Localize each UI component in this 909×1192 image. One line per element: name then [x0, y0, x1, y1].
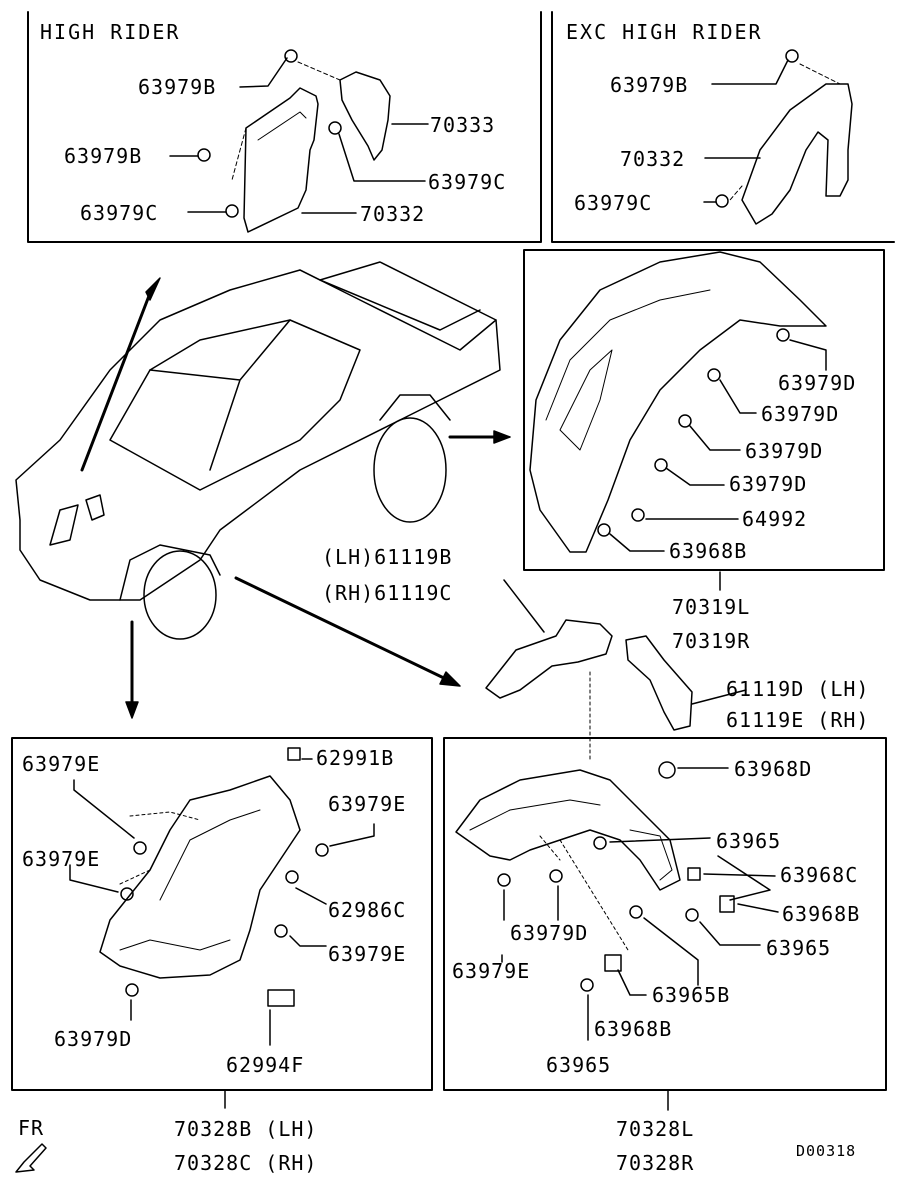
rear-liner-shape — [529, 251, 827, 553]
truck-illustration — [15, 261, 511, 719]
clip-icon — [629, 905, 643, 919]
assembly-label: 70319L — [672, 595, 750, 619]
part-label: 63979D — [778, 371, 856, 395]
clip-icon — [678, 414, 692, 428]
splash-shield-lh-shape — [485, 619, 613, 699]
clip-icon — [120, 887, 134, 901]
part-label: 63979E — [22, 752, 100, 776]
part-label: 70333 — [430, 113, 495, 137]
part-label: 63979E — [22, 847, 100, 871]
bolt-icon — [267, 989, 295, 1007]
clip-icon — [133, 841, 147, 855]
panel-title-exc-high-rider: EXC HIGH RIDER — [566, 20, 763, 44]
panel-front-left: 63979E 62991B 63979E 63979E 62986C 63979… — [11, 737, 433, 1175]
part-label: 63979C — [574, 191, 652, 215]
assembly-label: 70328L — [616, 1117, 694, 1141]
part-label: 70332 — [620, 147, 685, 171]
part-label: 63979B — [138, 75, 216, 99]
part-70332-shape — [243, 87, 319, 233]
clip-icon — [719, 895, 735, 913]
clip-icon — [225, 204, 239, 218]
part-label: 64992 — [742, 507, 807, 531]
clip-icon — [497, 873, 511, 887]
part-label: 63968C — [780, 863, 858, 887]
part-label: 63979C — [80, 201, 158, 225]
front-wheel — [143, 550, 217, 640]
front-liner-shape — [99, 775, 301, 979]
clip-icon — [125, 983, 139, 997]
clip-icon — [707, 368, 721, 382]
part-label: 63965 — [716, 829, 781, 853]
clip-icon — [593, 836, 607, 850]
part-label: 63979C — [428, 170, 506, 194]
part-label: (LH)61119B — [322, 545, 452, 569]
part-label: 63979B — [64, 144, 142, 168]
front-liner-shape — [455, 769, 681, 891]
clip-icon — [685, 908, 699, 922]
splash-shield-rh-shape — [625, 635, 693, 731]
clip-icon — [658, 761, 676, 779]
part-label: 63979B — [610, 73, 688, 97]
clip-icon — [776, 328, 790, 342]
clip-icon — [315, 843, 329, 857]
assembly-label: 70328B (LH) — [174, 1117, 317, 1141]
clip-icon — [785, 49, 799, 63]
clip-icon — [328, 121, 342, 135]
front-arrow-icon — [15, 1143, 47, 1173]
panel-front-right: 63968D 63965 63968C 63968B 63979D 63965 … — [443, 737, 887, 1175]
part-label: 63968B — [782, 902, 860, 926]
splash-shield: (LH)61119B (RH)61119C 61119D (LH) 61119E… — [322, 545, 869, 761]
part-label: 63979D — [510, 921, 588, 945]
part-70333-shape — [339, 71, 391, 161]
rear-wheel — [373, 417, 447, 523]
part-label: 63965B — [652, 983, 730, 1007]
assembly-label: 70328C (RH) — [174, 1151, 317, 1175]
panel-rear-liner: 63979D 63979D 63979D 63979D 64992 63968B… — [523, 249, 885, 653]
clip-icon — [197, 148, 211, 162]
direction-indicator: FR — [15, 1116, 47, 1173]
part-label: 63968B — [669, 539, 747, 563]
assembly-label: 70319R — [672, 629, 750, 653]
clip-icon — [287, 747, 301, 761]
part-label: 63968D — [734, 757, 812, 781]
clip-icon — [597, 523, 611, 537]
part-label: (RH)61119C — [322, 581, 452, 605]
part-label: 62991B — [316, 746, 394, 770]
panel-high-rider: HIGH RIDER 63979B 70333 63979B 63979C 63… — [27, 11, 542, 243]
clip-icon — [604, 954, 622, 972]
direction-label: FR — [18, 1116, 44, 1140]
clip-icon — [631, 508, 645, 522]
part-label: 63979D — [745, 439, 823, 463]
clip-icon — [549, 869, 563, 883]
part-label: 63979E — [328, 942, 406, 966]
part-label: 61119D (LH) — [726, 677, 869, 701]
part-label: 63979D — [729, 472, 807, 496]
panel-exc-high-rider: EXC HIGH RIDER 63979B 70332 63979C — [551, 11, 895, 243]
part-label: 63979D — [761, 402, 839, 426]
clip-icon — [580, 978, 594, 992]
clip-icon — [274, 924, 288, 938]
clip-icon — [715, 194, 729, 208]
assembly-label: 70328R — [616, 1151, 694, 1175]
part-70332-shape — [741, 83, 853, 225]
panel-title-high-rider: HIGH RIDER — [40, 20, 180, 44]
part-label: 70332 — [360, 202, 425, 226]
part-label: 63979E — [452, 959, 530, 983]
part-label: 63965 — [546, 1053, 611, 1077]
clip-icon — [285, 870, 299, 884]
part-label: 61119E (RH) — [726, 708, 869, 732]
clip-icon — [687, 867, 701, 881]
part-label: 63968B — [594, 1017, 672, 1041]
part-label: 63979E — [328, 792, 406, 816]
part-label: 63979D — [54, 1027, 132, 1051]
clip-icon — [284, 49, 298, 63]
clip-icon — [654, 458, 668, 472]
diagram-code: D00318 — [796, 1142, 856, 1160]
part-label: 62986C — [328, 898, 406, 922]
part-label: 62994F — [226, 1053, 304, 1077]
part-label: 63965 — [766, 936, 831, 960]
